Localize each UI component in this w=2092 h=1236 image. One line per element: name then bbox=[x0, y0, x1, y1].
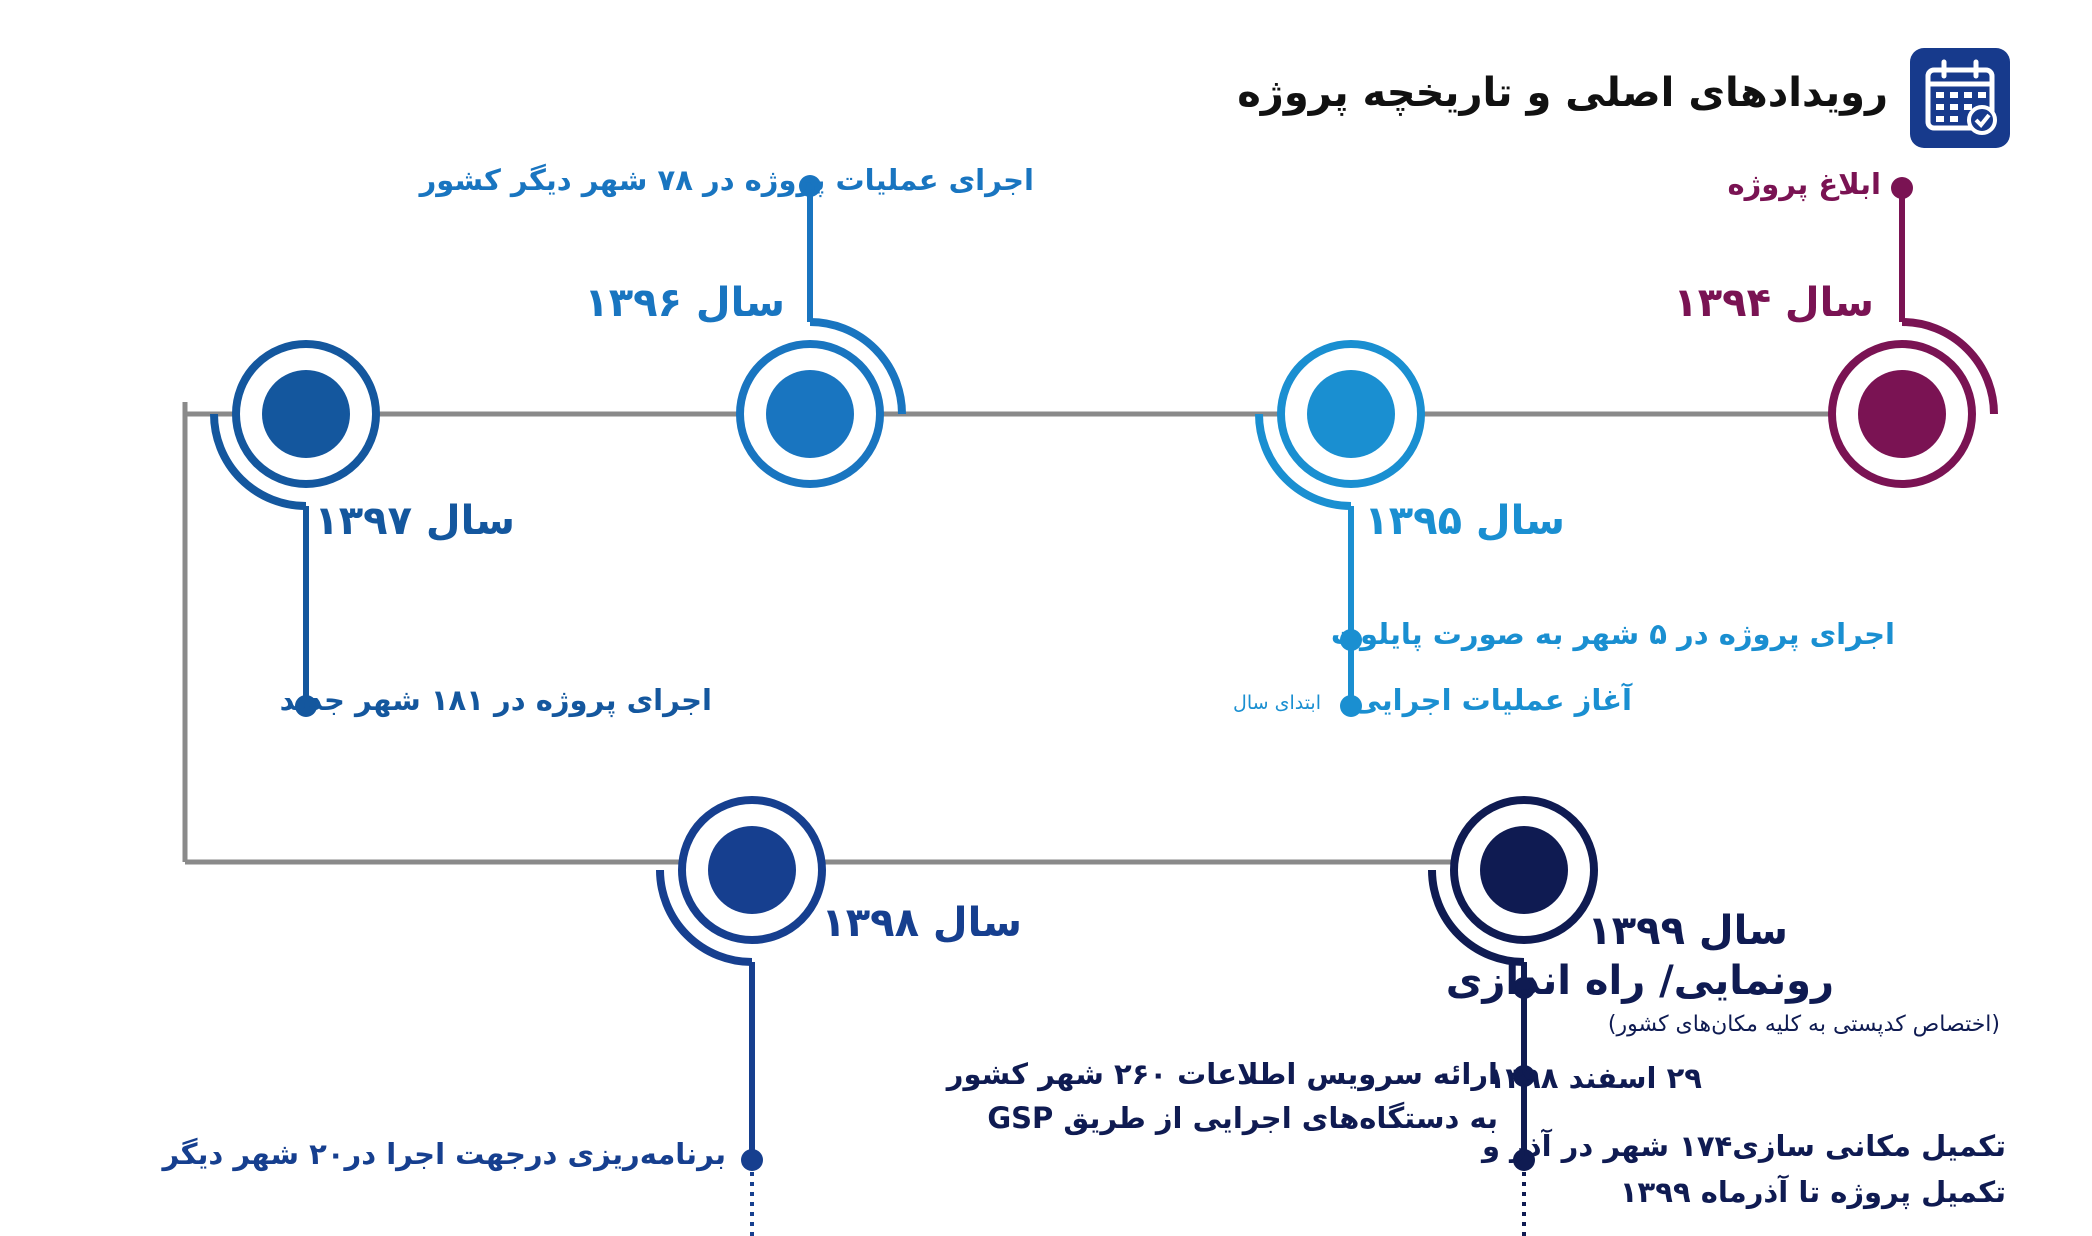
year-label-1397: سال ۱۳۹۷ bbox=[314, 498, 515, 544]
event-1395-pilot: اجرای پروژه در ۵ شهر به صورت پایلوت bbox=[1330, 617, 1895, 651]
event-1399-launch: رونمایی/ راه اندازی bbox=[1445, 958, 1834, 1004]
event-1398: برنامه‌ریزی درجهت اجرا در۲۰ شهر دیگر bbox=[162, 1137, 726, 1171]
event-1399-gsp-line1: ارائه سرویس اطلاعات ۲۶۰ شهر کشور bbox=[946, 1057, 1498, 1091]
event-1395-note: ابتدای سال bbox=[1233, 692, 1321, 714]
event-1399-gsp-line2: به دستگاه‌های اجرایی از طریق GSP bbox=[987, 1101, 1498, 1135]
node-1395 bbox=[1255, 340, 1425, 717]
event-1399-launch-date: ۲۹ اسفند ۱۳۹۸ bbox=[1487, 1061, 1702, 1095]
year-label-1395: سال ۱۳۹۵ bbox=[1364, 498, 1565, 544]
event-1399-complete-line1: تکمیل مکانی سازی۱۷۴ شهر در آذر و bbox=[1481, 1129, 2006, 1163]
page-title: رویدادهای اصلی و تاریخچه پروژه bbox=[1237, 70, 1888, 116]
node-1396 bbox=[736, 175, 906, 488]
calendar-check-icon bbox=[1910, 48, 2010, 148]
event-1399-launch-sub: (اختصاص کدپستی به کلیه مکان‌های کشور) bbox=[1607, 1012, 2000, 1037]
year-label-1396: سال ۱۳۹۶ bbox=[584, 280, 785, 326]
event-1394: ابلاغ پروژه bbox=[1727, 167, 1881, 201]
node-1398 bbox=[656, 796, 826, 1236]
event-1395-start: آغاز عملیات اجرایی bbox=[1352, 683, 1632, 717]
event-1396: اجرای عملیات پروژه در ۷۸ شهر دیگر کشور bbox=[419, 163, 1034, 197]
node-1399 bbox=[1428, 796, 1598, 1236]
event-1397: اجرای پروژه در ۱۸۱ شهر جدید bbox=[279, 683, 712, 717]
year-label-1394: سال ۱۳۹۴ bbox=[1673, 280, 1874, 326]
event-1399-complete-line2: تکمیل پروژه تا آذرماه ۱۳۹۹ bbox=[1619, 1175, 2006, 1209]
year-label-1398: سال ۱۳۹۸ bbox=[821, 900, 1022, 946]
node-1394 bbox=[1828, 177, 1998, 488]
year-label-1399: سال ۱۳۹۹ bbox=[1587, 908, 1788, 954]
node-1397 bbox=[210, 340, 380, 717]
